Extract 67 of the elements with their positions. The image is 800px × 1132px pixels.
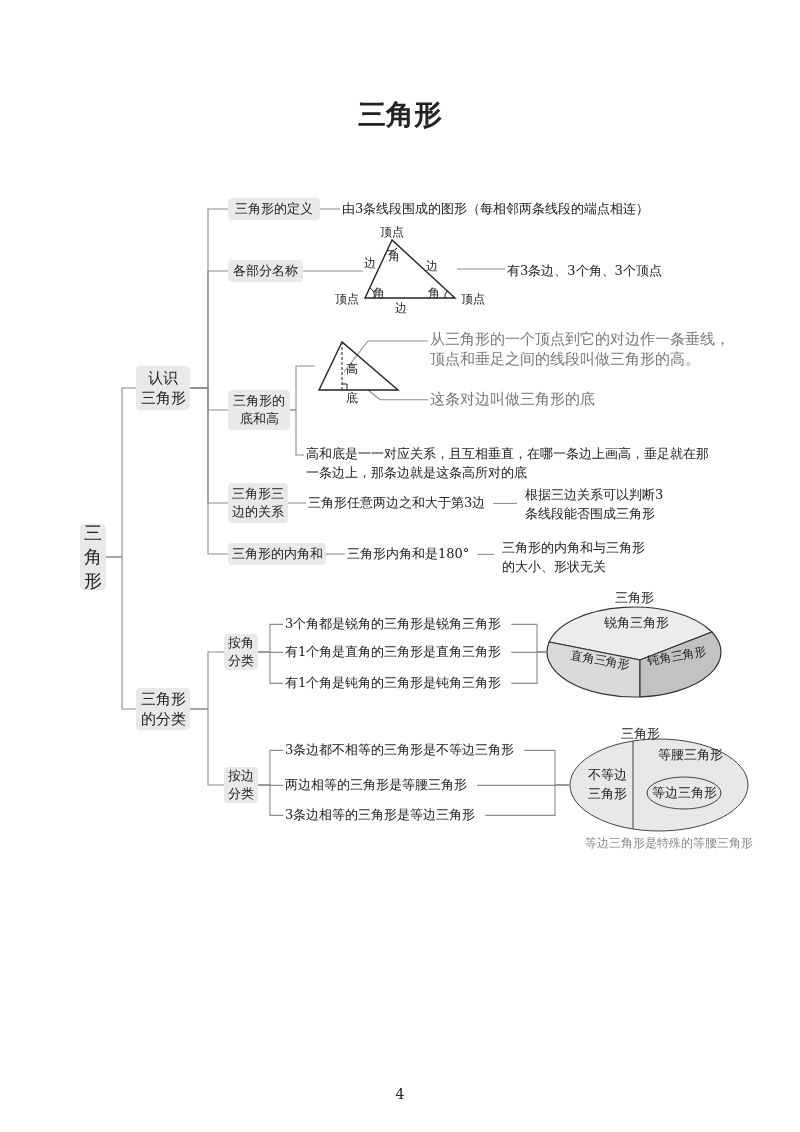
connector-line <box>302 270 364 272</box>
topic-box: 三角形三边的关系 <box>228 483 288 523</box>
description-text: 3条边相等的三角形是等边三角形 <box>283 806 478 825</box>
description-text: 有3条边、3个角、3个顶点 <box>505 262 664 281</box>
description-text: 这条对边叫做三角形的底 <box>428 390 597 410</box>
description-text: 三角形内角和是180° <box>345 545 472 564</box>
description-text: 根据三边关系可以判断3条线段能否围成三角形 <box>523 486 675 524</box>
page-title: 三角形 <box>358 98 442 132</box>
connector-line <box>510 651 547 684</box>
side-label: 边 <box>364 256 376 271</box>
connector-line <box>257 651 284 684</box>
ellipse-diagram <box>546 606 722 698</box>
page-number: 4 <box>395 1086 405 1103</box>
triangle-drawing <box>363 236 457 302</box>
connector-line <box>189 708 225 786</box>
description-text: 3条边都不相等的三角形是不等边三角形 <box>283 741 517 760</box>
ellipse-diagram <box>569 738 749 832</box>
leader-line <box>367 389 429 401</box>
region-label: 等边三角形 <box>650 784 718 802</box>
vertex-label: 顶点 <box>335 292 359 307</box>
topic-box: 三角形的定义 <box>228 198 320 220</box>
description-text: 三角形的内角和与三角形的大小、形状无关 <box>500 539 650 577</box>
description-text: 三角形任意两边之和大于第3边 <box>306 494 488 513</box>
triangle-drawing <box>315 338 403 394</box>
topic-box: 各部分名称 <box>228 260 303 282</box>
connector-line <box>257 784 284 816</box>
topic-box: 三角形的底和高 <box>228 390 290 430</box>
description-text: 3个角都是锐角的三角形是锐角三角形 <box>283 615 504 634</box>
angle-label: 角 <box>388 249 400 264</box>
connector-line <box>319 208 341 210</box>
description-text: 从三角形的一个顶点到它的对边作一条垂线，顶点和垂足之间的线段叫做三角形的高。 <box>428 330 746 369</box>
topic-box: 按角分类 <box>224 634 258 670</box>
connector-line <box>484 784 570 816</box>
connector-line <box>456 268 506 270</box>
node-label: 三角形 <box>614 590 654 606</box>
connector-line <box>287 502 307 504</box>
side-label: 边 <box>426 259 438 274</box>
angle-label: 角 <box>428 286 440 301</box>
topic-box: 三角形 <box>80 524 106 590</box>
leader-line <box>343 340 429 373</box>
node-label: 三角形 <box>620 726 660 742</box>
description-text: 有1个角是直角的三角形是直角三角形 <box>283 643 504 662</box>
base-label: 底 <box>346 391 358 406</box>
connector-line <box>189 387 229 555</box>
connector-line <box>289 409 305 456</box>
angle-label: 高 <box>346 362 358 377</box>
topic-box: 三角形的分类 <box>136 688 190 730</box>
connector-line <box>105 556 137 710</box>
topic-box: 按边分类 <box>224 767 258 803</box>
region-label: 锐角三角形 <box>602 614 671 633</box>
side-label: 边 <box>395 301 407 316</box>
description-text: 有1个角是钝角的三角形是钝角三角形 <box>283 674 504 693</box>
description-text: 两边相等的三角形是等腰三角形 <box>283 776 469 795</box>
connector-line <box>325 553 346 555</box>
topic-box: 三角形的内角和 <box>228 543 326 565</box>
vertex-label: 顶点 <box>461 292 485 307</box>
ellipse-shape <box>646 776 722 810</box>
description-text: 由3条线段围成的图形（每相邻两条线段的端点相连） <box>340 200 652 219</box>
region-label: 不等边三角形 <box>585 766 629 804</box>
connector-line <box>492 502 518 504</box>
topic-box: 认识三角形 <box>136 366 190 410</box>
angle-label: 角 <box>373 286 385 301</box>
region-label: 等腰三角形 <box>656 747 724 764</box>
description-text: 高和底是一一对应关系，且互相垂直，在哪一条边上画高，垂足就在那一条边上，那条边就是这条高所对的底 <box>304 445 714 483</box>
vertex-label: 顶点 <box>380 225 404 240</box>
connector-line <box>476 553 495 555</box>
node-label: 等边三角形是特殊的等腰三角形 <box>585 836 753 851</box>
